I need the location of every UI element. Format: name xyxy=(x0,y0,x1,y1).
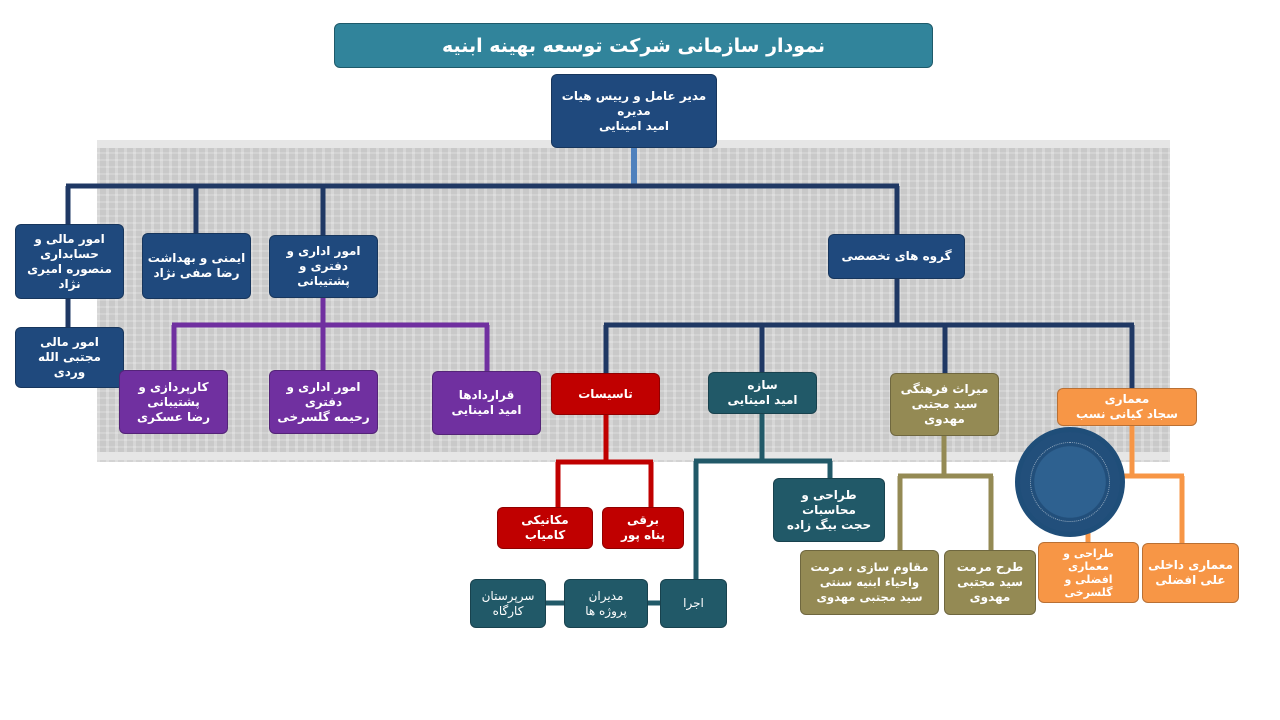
mechanical-line1: مکانیکی xyxy=(521,513,569,527)
chart-title: نمودار سازمانی شرکت توسعه بهینه ابنیه xyxy=(334,23,933,68)
architecture-design-line3: افضلی و xyxy=(1064,572,1113,586)
contracts-box: قراردادها امید امینایی xyxy=(432,371,541,435)
architecture-line1: معماری xyxy=(1104,392,1150,406)
site-supervisors-line2: کارگاه xyxy=(492,603,524,618)
structure-bus xyxy=(546,413,833,606)
heritage-restoration-line1: طرح مرمت xyxy=(956,560,1024,574)
architecture-interior-line2: علی افضلی xyxy=(1155,573,1226,587)
installations-label: تاسیسات xyxy=(578,386,633,401)
specialist-bus xyxy=(603,279,1135,389)
finance-sub-line2: مجتبی الله xyxy=(38,350,101,364)
ceo-name: امید امینایی xyxy=(598,118,670,133)
electrical-line1: برقی xyxy=(627,513,659,527)
finance-sub-line3: وردی xyxy=(53,365,86,379)
finance-line3: منصوره امیری xyxy=(27,261,112,276)
project-managers-line1: مدیران xyxy=(588,588,624,603)
heritage-strengthening-line1: مقاوم سازی ، مرمت xyxy=(810,560,929,574)
heritage-strengthening-line2: واحیاء ابنیه سنتی xyxy=(819,575,920,589)
architecture-line2: سجاد کیانی نسب xyxy=(1076,407,1178,421)
structure-box: سازه امید امینایی xyxy=(708,372,817,414)
heritage-strengthening-line3: سید مجتبی مهدوی xyxy=(816,590,923,604)
project-managers-box: مدیران پروژه ها xyxy=(564,579,648,628)
structure-design-line1: طراحی و xyxy=(801,487,857,502)
admin-line2: دفتری و xyxy=(299,259,349,273)
admin-office-box: امور اداری و دفتری رحیمه گلسرخی xyxy=(269,370,378,434)
admin-line3: پشتیبانی xyxy=(297,274,350,288)
installations-bus xyxy=(555,414,654,508)
finance-box: امور مالی و حسابداری منصوره امیری نژاد xyxy=(15,224,124,299)
safety-line2: رضا صفی نژاد xyxy=(153,266,240,280)
electrical-line2: پناه پور xyxy=(620,528,666,542)
heritage-bus xyxy=(897,436,994,550)
heritage-line1: میراث فرهنگی xyxy=(900,382,989,396)
project-managers-line2: پروژه ها xyxy=(585,603,627,618)
architecture-design-line2: معماری xyxy=(1068,559,1109,573)
finance-sub-box: امور مالی مجتبی الله وردی xyxy=(15,327,124,388)
heritage-restoration-line3: مهدوی xyxy=(969,590,1011,604)
structure-design-line2: محاسبات xyxy=(802,502,856,517)
procurement-box: کارپردازی و پشتیبانی رضا عسکری xyxy=(119,370,228,434)
main-bus xyxy=(65,183,900,328)
heritage-restoration-box: طرح مرمت سید مجتبی مهدوی xyxy=(944,550,1036,615)
admin-office-line1: امور اداری و xyxy=(286,379,361,394)
specialist-groups-box: گروه های تخصصی xyxy=(828,234,965,279)
admin-office-line3: رحیمه گلسرخی xyxy=(277,409,370,424)
heritage-box: میراث فرهنگی سید مجتبی مهدوی xyxy=(890,373,999,436)
site-supervisors-box: سرپرستان کارگاه xyxy=(470,579,546,628)
structure-design-box: طراحی و محاسبات حجت بیگ زاده xyxy=(773,478,885,542)
procurement-line3: رضا عسکری xyxy=(136,409,211,424)
structure-design-line3: حجت بیگ زاده xyxy=(786,517,872,532)
procurement-line1: کارپردازی و xyxy=(138,379,209,394)
architecture-design-box: طراحی و معماری افضلی و گلسرخی xyxy=(1038,542,1139,603)
installations-box: تاسیسات xyxy=(551,373,660,415)
architecture-box: معماری سجاد کیانی نسب xyxy=(1057,388,1197,426)
architecture-interior-box: معماری داخلی علی افضلی xyxy=(1142,543,1239,603)
background-band-bottom xyxy=(97,452,1170,460)
heritage-line3: مهدوی xyxy=(924,412,965,426)
mechanical-box: مکانیکی کامیاب xyxy=(497,507,593,549)
execution-box: اجرا xyxy=(660,579,727,628)
ceo-box: مدیر عامل و رییس هیات مدیره امید امینایی xyxy=(551,74,717,148)
electrical-box: برقی پناه پور xyxy=(602,507,684,549)
contracts-line2: امید امینایی xyxy=(451,403,522,417)
architecture-design-line4: گلسرخی xyxy=(1064,585,1113,599)
finance-line4: نژاد xyxy=(58,276,81,291)
heritage-line2: سید مجتبی xyxy=(911,397,978,411)
globe-decoration-icon xyxy=(1015,427,1125,537)
admin-box: امور اداری و دفتری و پشتیبانی xyxy=(269,235,378,298)
structure-line2: امید امینایی xyxy=(727,393,798,407)
architecture-interior-line1: معماری داخلی xyxy=(1148,558,1233,572)
safety-box: ایمنی و بهداشت رضا صفی نژاد xyxy=(142,233,251,299)
finance-line1: امور مالی و xyxy=(34,231,105,246)
site-supervisors-line1: سرپرستان xyxy=(481,588,535,603)
execution-label: اجرا xyxy=(683,596,704,610)
ceo-connector xyxy=(631,148,637,186)
finance-sub-line1: امور مالی xyxy=(40,335,99,349)
safety-line1: ایمنی و بهداشت xyxy=(147,251,246,265)
ceo-role-line2: مدیره xyxy=(617,103,651,118)
admin-line1: امور اداری و xyxy=(286,244,361,258)
heritage-restoration-line2: سید مجتبی xyxy=(957,575,1023,589)
admin-office-line2: دفتری xyxy=(304,394,343,409)
procurement-line2: پشتیبانی xyxy=(147,394,200,409)
specialist-groups-label: گروه های تخصصی xyxy=(841,249,952,263)
finance-line2: حسابداری xyxy=(40,246,99,261)
heritage-strengthening-box: مقاوم سازی ، مرمت واحیاء ابنیه سنتی سید … xyxy=(800,550,939,615)
ceo-role-line1: مدیر عامل و رییس هیات xyxy=(561,88,707,103)
contracts-line1: قراردادها xyxy=(458,388,515,402)
structure-line1: سازه xyxy=(747,378,778,392)
admin-bus xyxy=(171,297,490,373)
mechanical-line2: کامیاب xyxy=(524,528,566,542)
architecture-design-line1: طراحی و xyxy=(1063,546,1114,560)
